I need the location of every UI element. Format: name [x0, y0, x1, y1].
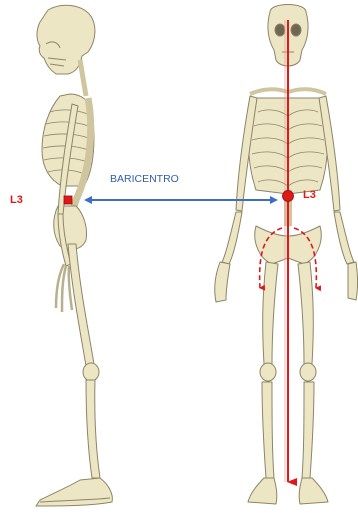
foot-right: [299, 478, 328, 504]
foot-left: [248, 478, 277, 504]
l3-marker-frontal: [283, 191, 294, 202]
skeleton-lateral: [36, 5, 112, 506]
l3-marker-lateral: [64, 196, 72, 204]
hand-left: [215, 262, 230, 302]
eye-socket-right: [291, 24, 301, 36]
forearm-left: [222, 212, 242, 264]
knee-left: [260, 363, 276, 381]
label-l3-frontal: L3: [303, 189, 316, 201]
label-l3-lateral: L3: [10, 194, 23, 206]
tibia: [86, 380, 100, 478]
skull: [37, 5, 95, 74]
tibia-left: [262, 382, 274, 478]
hand-right: [348, 262, 358, 300]
femur-right: [298, 262, 313, 364]
tibia-right: [302, 382, 314, 478]
knee: [83, 363, 99, 381]
knee-right: [300, 363, 316, 381]
cervical-spine: [80, 60, 86, 96]
forearm-right: [334, 212, 354, 264]
label-baricentro: BARICENTRO: [110, 173, 179, 185]
femur-left: [263, 262, 278, 364]
skeleton-frontal: [215, 5, 358, 505]
eye-socket-left: [275, 24, 285, 36]
